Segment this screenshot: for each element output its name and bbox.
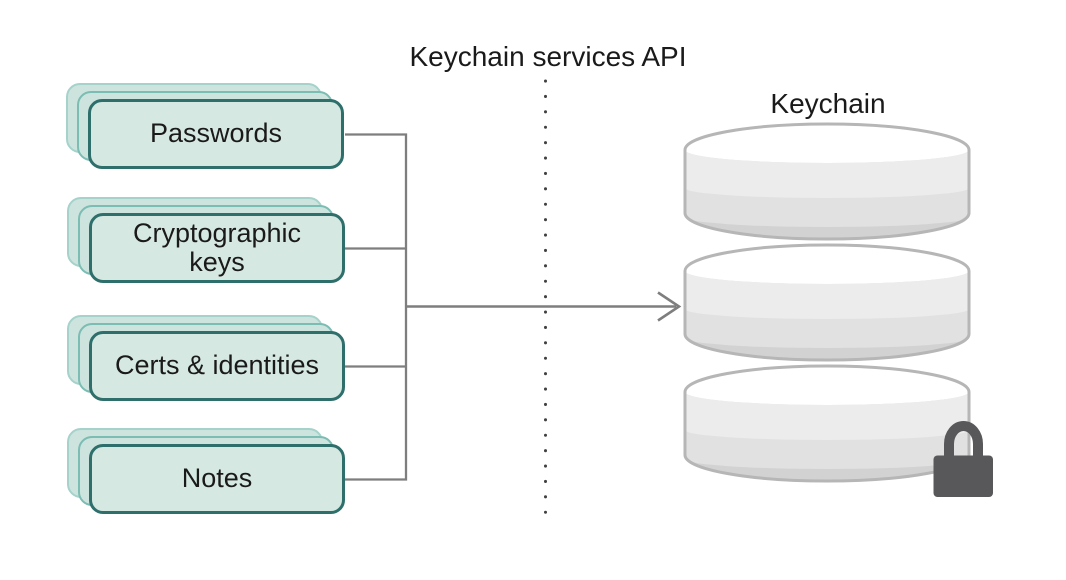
stacked-card-front: Notes (89, 444, 345, 514)
flow-arrow (406, 291, 682, 322)
item-card-group-certs-identities: Certs & identities (67, 315, 345, 401)
item-card-label: Notes (181, 463, 253, 494)
item-card-label: Passwords (149, 118, 283, 149)
item-card-label: Certs & identities (114, 350, 320, 381)
stacked-card-front: Certs & identities (89, 331, 345, 401)
stacked-card-front: Passwords (88, 99, 344, 169)
item-card-label: Cryptographic keys (132, 217, 302, 277)
item-card-group-cryptographic-keys: Cryptographic keys (67, 197, 345, 283)
lock-icon (933, 421, 993, 497)
api-boundary-label: Keychain services API (409, 41, 687, 72)
keychain-label: Keychain (770, 88, 886, 119)
bracket-connector (345, 133, 408, 481)
stacked-card-front: Cryptographic keys (89, 213, 345, 283)
item-card-group-passwords: Passwords (66, 83, 344, 169)
database-icon (685, 124, 969, 481)
item-card-group-notes: Notes (67, 428, 345, 514)
